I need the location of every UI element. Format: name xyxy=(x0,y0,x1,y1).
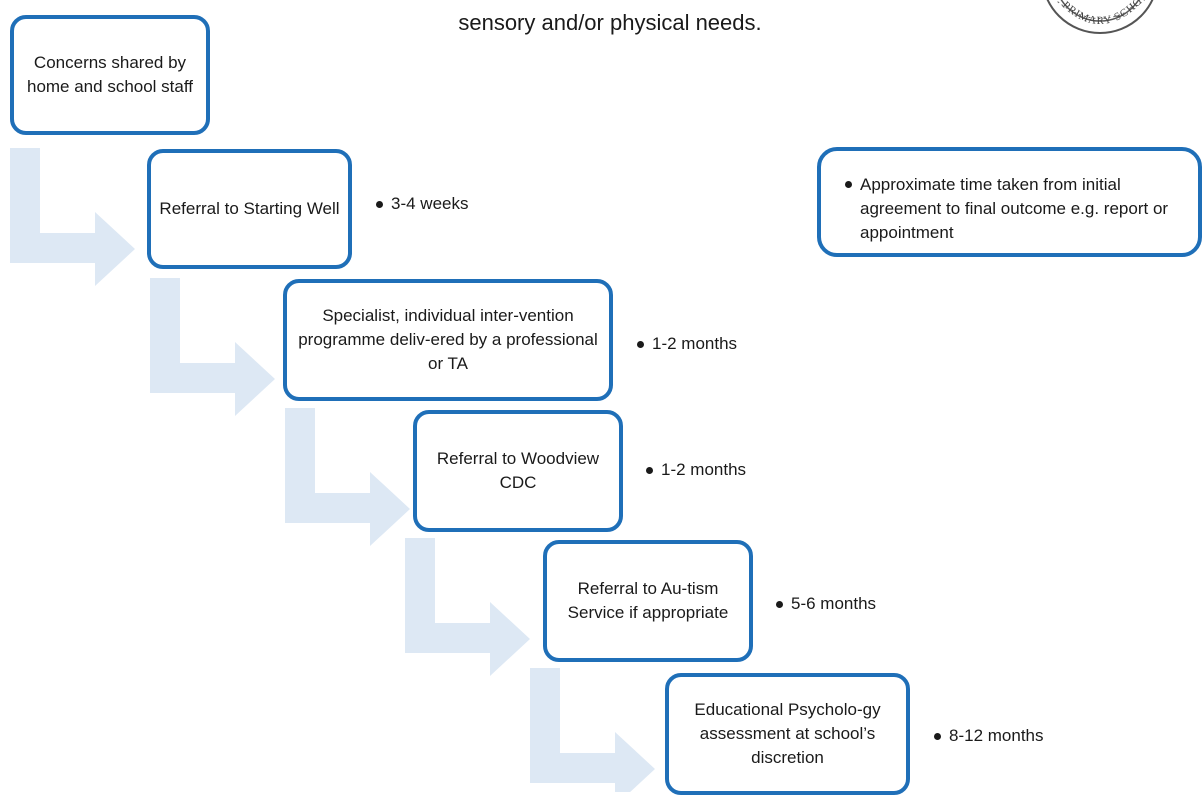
time-note: 1-2 months xyxy=(637,334,737,354)
arrow-3 xyxy=(285,408,410,546)
time-label: 1-2 months xyxy=(652,334,738,353)
arrow-2 xyxy=(150,278,275,416)
arrow-1 xyxy=(10,148,135,286)
time-note: 5-6 months xyxy=(776,594,876,614)
time-note: 8-12 months xyxy=(934,726,1044,746)
page-heading: sensory and/or physical needs. xyxy=(458,10,762,35)
bullet-icon xyxy=(776,600,783,608)
step-label: Referral to Au-tism Service if appropria… xyxy=(567,579,729,622)
bullet-icon xyxy=(646,466,653,474)
legend-text: Approximate time taken from initial agre… xyxy=(860,175,1169,242)
step-label: Referral to Woodview CDC xyxy=(436,449,600,492)
time-label: 5-6 months xyxy=(791,594,877,613)
step-referral-starting-well: Referral to Starting Well xyxy=(147,149,352,269)
step-referral-woodview-cdc: Referral to Woodview CDC xyxy=(413,410,623,532)
time-label: 3-4 weeks xyxy=(391,194,469,213)
step-label: Specialist, individual inter-vention pro… xyxy=(298,306,598,373)
bullet-icon xyxy=(845,181,852,188)
time-note: 3-4 weeks xyxy=(376,194,468,214)
step-concerns-shared: Concerns shared by home and school staff xyxy=(10,15,210,135)
arrow-5 xyxy=(530,668,655,792)
bullet-icon xyxy=(637,340,644,348)
arrow-4 xyxy=(405,538,530,676)
bullet-icon xyxy=(934,732,941,740)
step-label: Educational Psycholo-gy assessment at sc… xyxy=(694,700,881,767)
step-label: Referral to Starting Well xyxy=(159,199,340,219)
step-label: Concerns shared by home and school staff xyxy=(26,53,193,96)
legend-box: Approximate time taken from initial agre… xyxy=(817,147,1202,257)
time-label: 1-2 months xyxy=(661,460,747,479)
school-seal-logo: PRIMARY SCHOOL xyxy=(1020,0,1180,40)
bullet-icon xyxy=(376,200,383,208)
time-label: 8-12 months xyxy=(949,726,1044,745)
step-specialist-programme: Specialist, individual inter-vention pro… xyxy=(283,279,613,401)
step-educational-psychology: Educational Psycholo-gy assessment at sc… xyxy=(665,673,910,795)
time-note: 1-2 months xyxy=(646,460,746,480)
step-referral-autism-service: Referral to Au-tism Service if appropria… xyxy=(543,540,753,662)
